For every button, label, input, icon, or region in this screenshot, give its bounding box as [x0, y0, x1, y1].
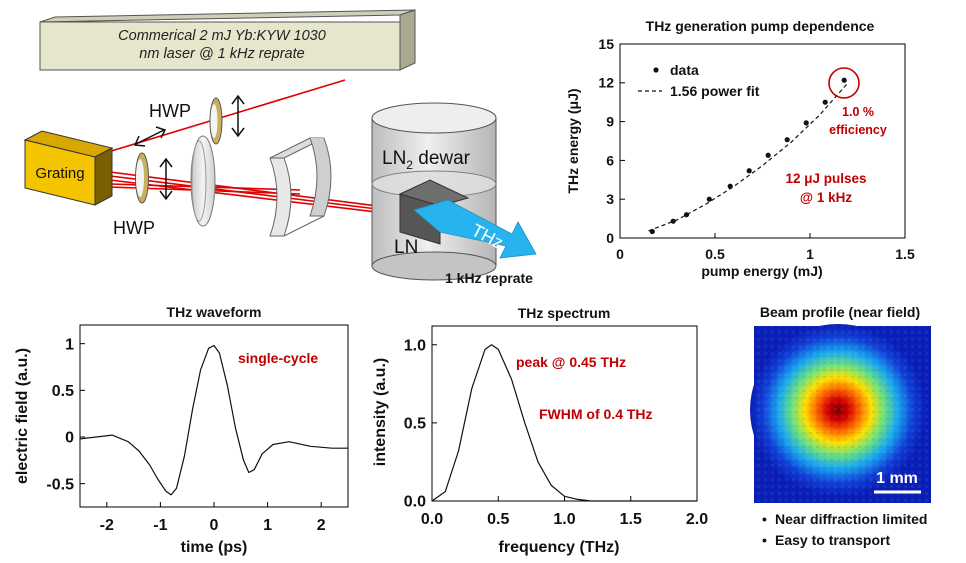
- waveform-trace: [79, 344, 348, 496]
- cylindrical-lens: [269, 137, 332, 237]
- y-tick-label: 15: [598, 36, 614, 52]
- efficiency-annotation-line2: efficiency: [829, 123, 887, 137]
- grating-label: Grating: [35, 165, 84, 182]
- data-point: [803, 120, 809, 126]
- dewar-label: LN2 dewar: [382, 148, 471, 172]
- laser-label-line2: nm laser @ 1 kHz reprate: [139, 46, 304, 62]
- x-tick-label: 0.5: [487, 511, 509, 528]
- x-tick-label: 1: [263, 517, 272, 534]
- y-tick-label: -0.5: [46, 476, 74, 493]
- x-tick-label: 0: [616, 246, 624, 262]
- bullet-1-marker: •: [762, 511, 767, 527]
- laser-label-line1: Commerical 2 mJ Yb:KYW 1030: [118, 28, 326, 44]
- hwp-top-label: HWP: [149, 101, 191, 121]
- legend-data-marker: [653, 67, 659, 73]
- hwp-bottom: HWP: [113, 152, 155, 238]
- x-tick-label: 1.0: [553, 511, 575, 528]
- efficiency-highlight-circle: [828, 67, 860, 99]
- hwp-top: HWP: [149, 97, 223, 145]
- spectrum-annotation-peak: peak @ 0.45 THz: [516, 354, 626, 370]
- y-tick-label: 0.5: [404, 415, 426, 432]
- grating: Grating: [23, 130, 114, 206]
- data-point: [727, 183, 733, 189]
- laser-box: Commerical 2 mJ Yb:KYW 1030 nm laser @ 1…: [39, 9, 416, 71]
- spectrum-title: THz spectrum: [518, 305, 611, 321]
- y-tick-label: 1: [65, 336, 74, 353]
- y-tick-label: 0.0: [404, 494, 426, 511]
- x-tick-label: 2: [317, 517, 326, 534]
- spectrum-xlabel: frequency (THz): [499, 539, 620, 556]
- pump-xlabel: pump energy (mJ): [701, 263, 822, 279]
- y-tick-label: 0: [606, 230, 614, 246]
- data-point: [784, 137, 790, 143]
- y-tick-label: 1.0: [404, 337, 426, 354]
- thz-spectrum-chart: THz spectrum 0.0 0.5 1.0 1.5 2.0 0.0 0.5 1.0 fr…: [372, 305, 708, 556]
- bullet-2-marker: •: [762, 532, 767, 548]
- reprate-label: 1 kHz reprate: [445, 270, 533, 286]
- bullet-2-text: Easy to transport: [775, 532, 890, 548]
- pump-dependence-chart: THz generation pump dependence 0 0.5 1 1.5 0…: [565, 18, 915, 279]
- x-tick-label: 1.5: [620, 511, 642, 528]
- spectrum-trace: [431, 344, 697, 502]
- spectrum-ylabel: intensity (a.u.): [372, 358, 389, 466]
- data-point: [841, 77, 847, 83]
- pump-chart-title: THz generation pump dependence: [646, 18, 875, 34]
- rotation-arrow-top: [231, 94, 245, 138]
- y-tick-label: 6: [606, 152, 614, 168]
- bullet-1-text: Near diffraction limited: [775, 511, 927, 527]
- spectrum-annotation-fwhm: FWHM of 0.4 THz: [539, 406, 653, 422]
- focusing-lens: [190, 135, 216, 227]
- setup-diagram: Commerical 2 mJ Yb:KYW 1030 nm laser @ 1…: [23, 9, 537, 286]
- x-tick-label: 2.0: [686, 511, 708, 528]
- waveform-ylabel: electric field (a.u.): [14, 348, 31, 484]
- x-tick-label: 1: [806, 246, 814, 262]
- pump-plot-frame: [619, 43, 906, 239]
- data-point: [706, 196, 712, 202]
- y-tick-label: 12: [598, 75, 614, 91]
- legend-data-label: data: [670, 62, 699, 78]
- y-tick-label: 9: [606, 114, 614, 130]
- data-point: [670, 218, 676, 224]
- data-point: [649, 228, 655, 235]
- data-point: [746, 168, 752, 174]
- crystal-label: LN: [394, 237, 418, 258]
- data-point: [822, 99, 828, 105]
- laser-beams: [107, 79, 386, 214]
- efficiency-annotation-line1: 1.0 %: [842, 105, 874, 119]
- data-point: [683, 212, 690, 218]
- beam-profile-noise: [754, 326, 931, 503]
- pump-ylabel: THz energy (μJ): [565, 88, 581, 193]
- beam-profile-title: Beam profile (near field): [760, 304, 920, 320]
- x-tick-label: 0.0: [421, 511, 443, 528]
- y-tick-label: 0: [65, 430, 74, 447]
- data-point: [765, 152, 771, 158]
- rotation-arrow-diagonal: [133, 126, 167, 147]
- pulse-annotation-line1: 12 μJ pulses: [785, 171, 866, 186]
- x-tick-label: -1: [153, 517, 167, 534]
- x-tick-label: 1.5: [895, 246, 915, 262]
- waveform-title: THz waveform: [167, 304, 262, 320]
- scale-bar-label: 1 mm: [876, 470, 918, 487]
- waveform-xlabel: time (ps): [181, 539, 248, 556]
- x-tick-label: 0.5: [705, 246, 725, 262]
- fit-curve: [648, 82, 849, 232]
- beam-profile-panel: Beam profile (near field) 1 mm • Near di…: [750, 304, 931, 548]
- y-tick-label: 0.5: [52, 383, 74, 400]
- ln2-dewar: LN2 dewar LN: [371, 102, 497, 281]
- hwp-bottom-label: HWP: [113, 218, 155, 238]
- pulse-annotation-line2: @ 1 kHz: [800, 190, 852, 205]
- x-tick-label: 0: [210, 517, 219, 534]
- legend-fit-label: 1.56 power fit: [670, 83, 760, 99]
- waveform-annotation: single-cycle: [238, 350, 318, 366]
- y-tick-label: 3: [606, 191, 614, 207]
- x-tick-label: -2: [100, 517, 114, 534]
- rotation-arrow-bottom: [159, 157, 173, 201]
